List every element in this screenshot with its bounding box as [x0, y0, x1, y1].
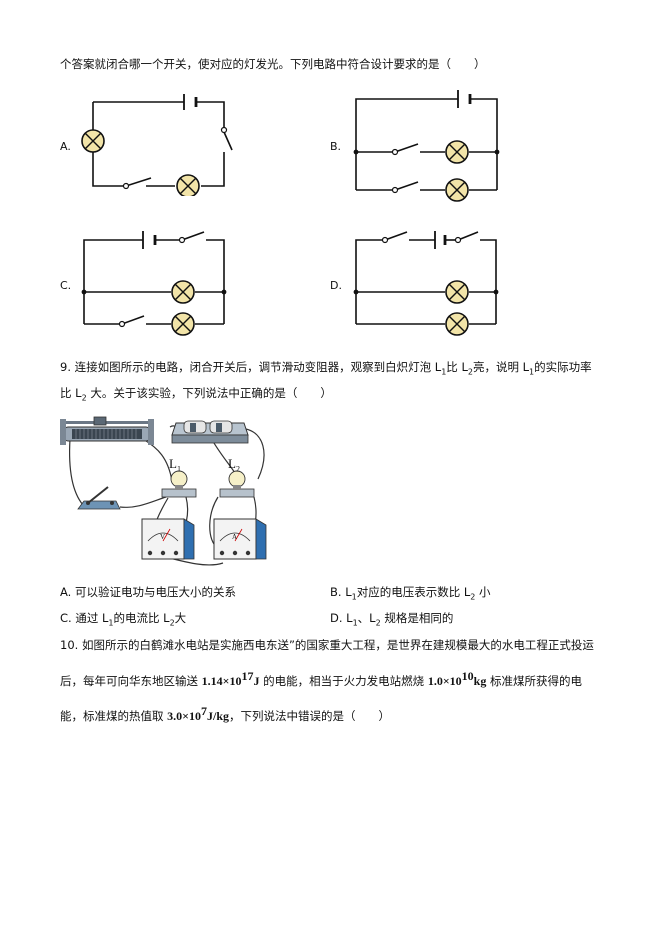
q9-choice-d: D. L1、L2 规格是相同的: [330, 611, 454, 628]
bulb-icon: [171, 280, 195, 304]
q9-line-1: 9. 连接如图所示的电路，闭合开关后，调节滑动变阻器，观察到白炽灯泡 L1比 L…: [60, 360, 592, 377]
q9-choice-c: C. 通过 L1的电流比 L2大: [60, 611, 187, 628]
rheostat: [60, 416, 154, 445]
circuit-b-diagram: [353, 90, 500, 202]
voltmeter: [141, 518, 195, 560]
bulb-icon: [445, 280, 469, 304]
voltmeter-label: V: [160, 533, 166, 541]
circuit-c-diagram: [81, 231, 227, 336]
bulb-l2: [219, 470, 255, 498]
q10-line-3: 能，标准煤的热值取 3.0×107J/kg，下列说法中错误的是（ ）: [60, 704, 391, 723]
l1-label: L1: [169, 456, 181, 474]
battery-holder: [171, 420, 249, 444]
option-d-label: D.: [330, 279, 342, 292]
bulb-l1: [161, 470, 197, 498]
circuit-d-diagram: [353, 231, 499, 336]
circuit-a-diagram: [81, 94, 233, 196]
q9-line-2: 比 L2 大。关于该实验，下列说法中正确的是（ ）: [60, 386, 332, 403]
q10-line-2: 后，每年可向华东地区输送 1.14×1017J 的电能，相当于火力发电站燃烧 1…: [60, 669, 582, 688]
option-b-label: B.: [330, 140, 342, 153]
bulb-icon: [445, 178, 469, 202]
l2-label: L2: [228, 456, 240, 474]
q9-choice-a: A. 可以验证电功与电压大小的关系: [60, 585, 236, 599]
bulb-icon: [445, 140, 469, 164]
option-a-label: A.: [60, 140, 71, 153]
q9-apparatus-diagram: [60, 416, 267, 566]
switch: [77, 486, 121, 510]
q10-line-1: 10. 如图所示的白鹤滩水电站是实施西电东送”的国家重大工程，是世界在建规模最大…: [60, 638, 594, 652]
ammeter-label: A: [232, 533, 238, 541]
q9-choice-b: B. L1对应的电压表示数比 L2 小: [330, 585, 491, 602]
ammeter: [213, 518, 267, 560]
q8-stem: 个答案就闭合哪一个开关，使对应的灯发光。下列电路中符合设计要求的是（ ）: [60, 57, 486, 71]
bulb-icon: [176, 174, 200, 196]
bulb-icon: [81, 129, 105, 153]
bulb-icon: [445, 312, 469, 336]
bulb-icon: [171, 312, 195, 336]
option-c-label: C.: [60, 279, 72, 292]
